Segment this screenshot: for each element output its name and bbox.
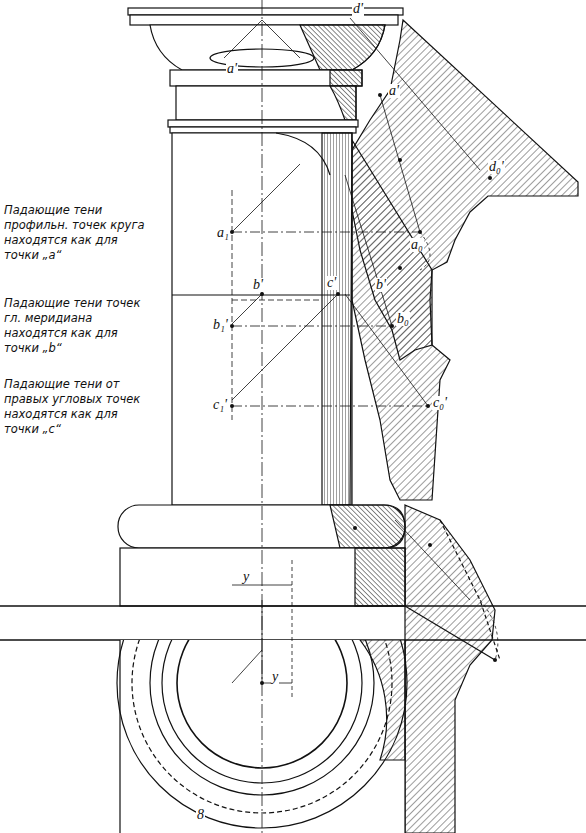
point-label: d'	[352, 2, 364, 16]
point-label: c'	[326, 276, 337, 290]
note-text: Падающие тени от правых угловых точек на…	[4, 377, 156, 437]
point-label: d₀'	[488, 160, 505, 174]
point-label: a'	[226, 62, 238, 76]
point-label: b₀	[396, 312, 410, 326]
dimension-label: y	[271, 670, 279, 684]
point-label: a₁	[216, 226, 230, 240]
dimension-label: y	[242, 570, 250, 584]
point-label: c₀'	[432, 396, 448, 410]
point-label: b'	[375, 278, 387, 292]
point-label: b₁'	[212, 318, 229, 332]
note-text: Падающие тени профильн. точек круга нахо…	[4, 203, 156, 263]
point-label: c₁'	[212, 398, 228, 412]
point-label: a'	[388, 84, 400, 98]
point-label: a₀	[410, 238, 424, 252]
note-text: Падающие тени точек гл. меридиана находя…	[4, 296, 156, 356]
callout-number: 8	[196, 808, 205, 822]
point-label: b'	[252, 278, 264, 292]
